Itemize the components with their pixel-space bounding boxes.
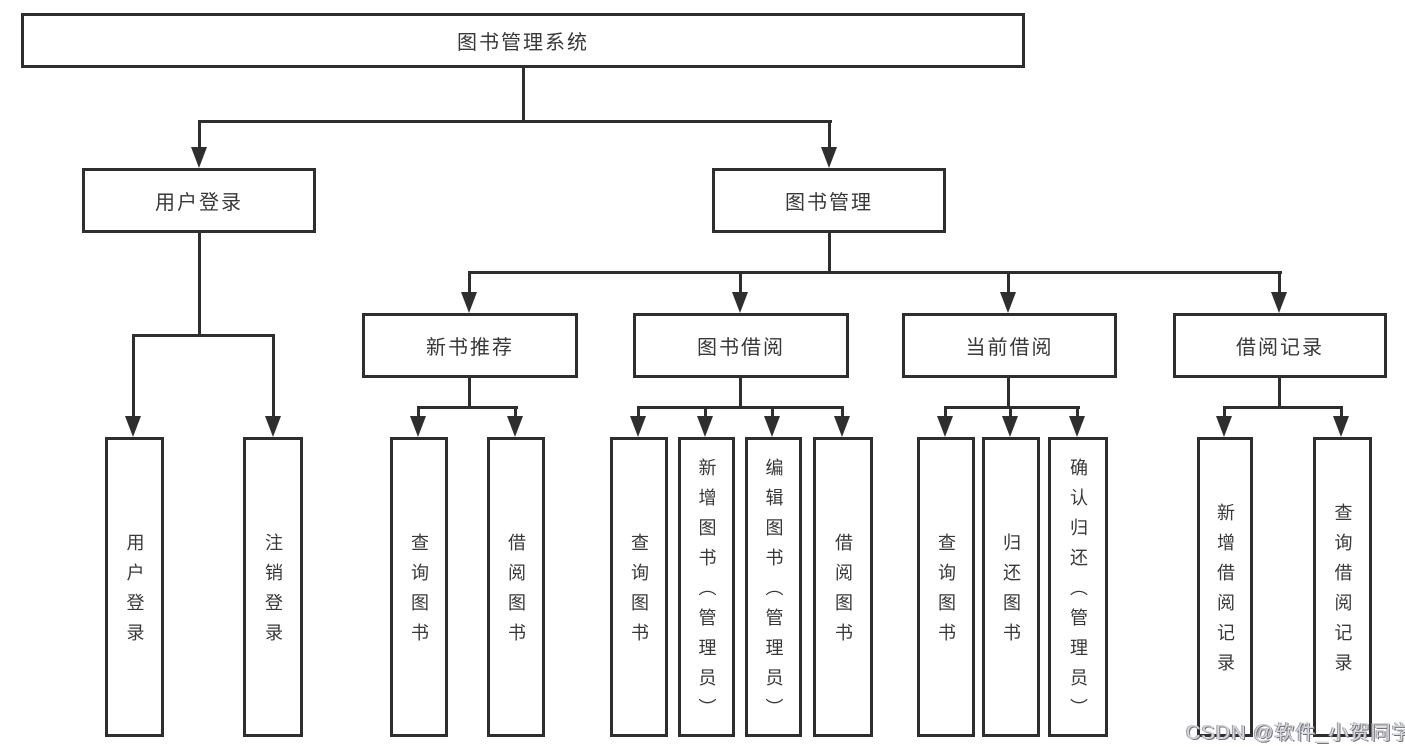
node-leaf-return-books: 归还图书 <box>982 437 1040 737</box>
node-leaf-query-books-3: 查询图书 <box>917 437 975 737</box>
node-label: 归还图书 <box>1001 533 1021 653</box>
connector-line <box>771 406 774 420</box>
node-leaf-confirm-return: 确认归还（管理员） <box>1048 437 1108 737</box>
node-borrowing-records: 借阅记录 <box>1173 313 1387 378</box>
connector-line <box>1007 271 1010 295</box>
node-label: 用户登录 <box>124 533 145 653</box>
node-leaf-add-books-admin: 新增图书（管理员） <box>678 437 735 737</box>
connector-line <box>828 120 831 150</box>
node-leaf-query-books-1: 查询图书 <box>390 437 448 737</box>
connector-line <box>417 406 518 409</box>
csdn-watermark: CSDN @软件_小贺同学 <box>1186 722 1405 744</box>
arrowhead-down-icon <box>1333 416 1349 437</box>
node-label: 编辑图书（管理员） <box>763 458 784 728</box>
node-leaf-edit-books-admin: 编辑图书（管理员） <box>745 437 802 737</box>
node-current-borrowing: 当前借阅 <box>902 313 1117 378</box>
node-label: 查询图书 <box>409 533 429 653</box>
node-label: 当前借阅 <box>965 337 1054 359</box>
arrowhead-down-icon <box>764 416 780 437</box>
arrowhead-down-icon <box>821 147 837 168</box>
arrowhead-down-icon <box>834 416 850 437</box>
connector-line <box>944 406 1080 409</box>
node-label: 确认归还（管理员） <box>1068 458 1088 728</box>
connector-line <box>198 233 201 337</box>
arrowhead-down-icon <box>937 416 953 437</box>
node-leaf-add-borrow-record: 新增借阅记录 <box>1197 437 1253 737</box>
connector-line <box>828 233 831 274</box>
node-new-book-recommend: 新书推荐 <box>362 313 578 378</box>
connector-line <box>1340 406 1343 420</box>
arrowhead-down-icon <box>1000 292 1016 313</box>
arrowhead-down-icon <box>125 416 141 437</box>
connector-line <box>132 334 275 337</box>
node-label: 图书管理系统 <box>457 32 589 54</box>
node-leaf-borrow-books-2: 借阅图书 <box>813 437 873 737</box>
arrowhead-down-icon <box>507 416 523 437</box>
connector-line <box>198 120 201 150</box>
connector-line <box>468 271 1282 274</box>
node-leaf-query-books-2: 查询图书 <box>610 437 668 737</box>
arrowhead-down-icon <box>410 416 426 437</box>
connector-line <box>1278 271 1281 295</box>
node-label: 查询借阅记录 <box>1332 503 1353 683</box>
connector-line <box>132 334 135 419</box>
node-label: 新增借阅记录 <box>1215 503 1235 683</box>
connector-line <box>944 406 947 420</box>
connector-line <box>1007 378 1010 409</box>
node-label: 图书借阅 <box>697 337 785 359</box>
node-label: 新增图书（管理员） <box>696 458 717 728</box>
node-label: 借阅记录 <box>1236 337 1324 359</box>
arrowhead-down-icon <box>732 292 748 313</box>
arrowhead-down-icon <box>191 147 207 168</box>
node-label: 借阅图书 <box>506 533 526 653</box>
node-root-library-system: 图书管理系统 <box>21 13 1025 68</box>
node-leaf-user-login: 用户登录 <box>105 437 164 737</box>
connector-line <box>468 378 471 409</box>
connector-line <box>637 406 844 409</box>
arrowhead-down-icon <box>1216 416 1232 437</box>
node-leaf-borrow-books-1: 借阅图书 <box>487 437 545 737</box>
node-label: 查询图书 <box>936 533 956 653</box>
arrowhead-down-icon <box>1271 292 1287 313</box>
arrowhead-down-icon <box>630 416 646 437</box>
node-book-management: 图书管理 <box>712 168 946 233</box>
arrowhead-down-icon <box>461 292 477 313</box>
connector-line <box>272 334 275 419</box>
connector-line <box>417 406 420 420</box>
arrowhead-down-icon <box>697 416 713 437</box>
node-label: 借阅图书 <box>833 533 853 653</box>
connector-line <box>637 406 640 420</box>
connector-line <box>704 406 707 420</box>
node-user-login: 用户登录 <box>82 168 316 233</box>
node-label: 用户登录 <box>155 192 243 214</box>
arrowhead-down-icon <box>265 416 281 437</box>
connector-line <box>1278 378 1281 409</box>
connector-line <box>514 406 517 420</box>
node-label: 查询图书 <box>629 533 649 653</box>
connector-line <box>739 271 742 295</box>
connector-line <box>1223 406 1343 409</box>
node-leaf-query-borrow-record: 查询借阅记录 <box>1313 437 1372 737</box>
arrowhead-down-icon <box>1069 416 1085 437</box>
node-book-borrowing: 图书借阅 <box>633 313 849 378</box>
connector-line <box>1076 406 1079 420</box>
connector-line <box>468 271 471 295</box>
node-label: 图书管理 <box>785 192 873 214</box>
connector-line <box>739 378 742 409</box>
node-leaf-logout: 注销登录 <box>243 437 303 737</box>
connector-line <box>522 68 525 122</box>
connector-line <box>1223 406 1226 420</box>
node-label: 注销登录 <box>263 533 283 653</box>
connector-line <box>1009 406 1012 420</box>
node-label: 新书推荐 <box>426 337 514 359</box>
connector-line <box>198 120 832 123</box>
arrowhead-down-icon <box>1002 416 1018 437</box>
connector-line <box>841 406 844 420</box>
